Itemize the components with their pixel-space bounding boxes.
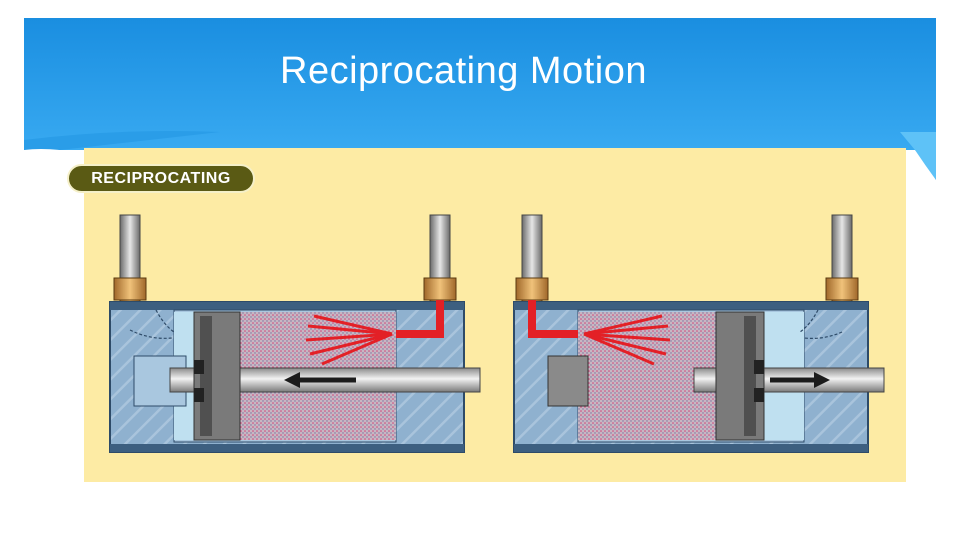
right-cylinder-diagram: [508, 210, 898, 465]
left-fitting: [516, 278, 548, 300]
badge-label: RECIPROCATING: [69, 170, 253, 188]
left-air-line: [522, 215, 542, 280]
left-cylinder-diagram: [100, 210, 490, 465]
left-air-line: [120, 215, 140, 280]
reciprocating-badge: RECIPROCATING: [67, 164, 255, 193]
left-fitting: [114, 278, 146, 300]
right-fitting: [424, 278, 456, 300]
piston: [716, 312, 764, 440]
right-air-line: [832, 215, 852, 280]
right-fitting: [826, 278, 858, 300]
slide-title: Reciprocating Motion: [280, 50, 647, 93]
right-air-line: [430, 215, 450, 280]
